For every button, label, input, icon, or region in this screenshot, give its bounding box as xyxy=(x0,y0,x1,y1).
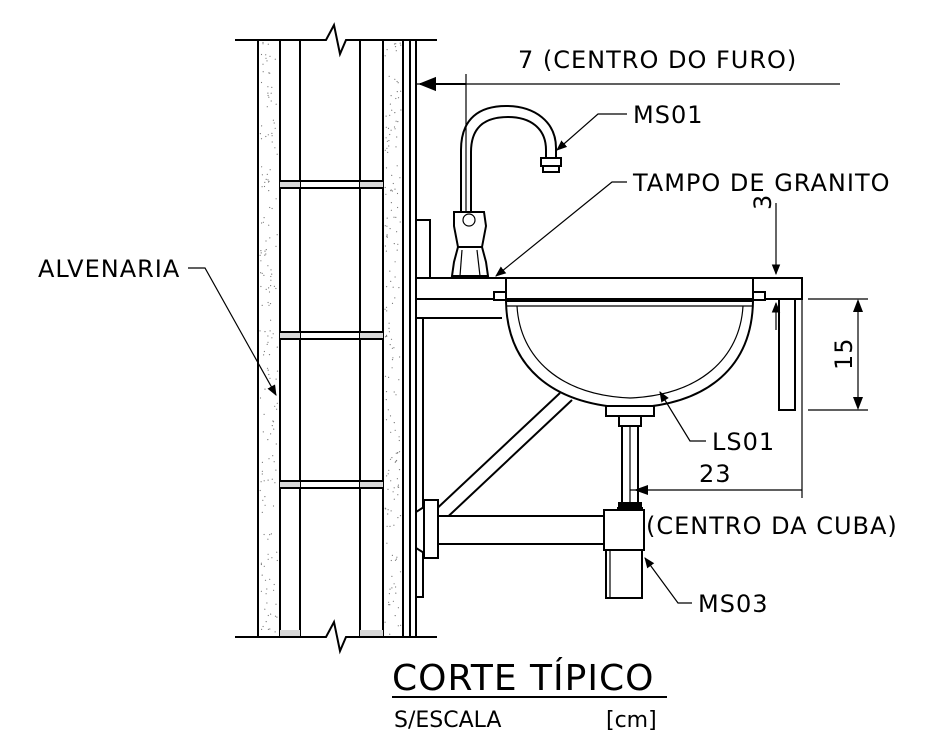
dimension-15: 15 xyxy=(808,298,868,411)
dimension-23: 23 (CENTRO DA CUBA) xyxy=(630,300,898,540)
granite-countertop xyxy=(415,219,803,411)
leader-tampo: TAMPO DE GRANITO xyxy=(495,169,891,277)
plaster-texture xyxy=(259,41,402,635)
dim-3-label: 3 xyxy=(749,194,777,210)
scale-label: S/ESCALA xyxy=(394,708,501,733)
furo-dimension-label: 7 (CENTRO DO FURO) xyxy=(518,46,797,74)
unit-label: [cm] xyxy=(606,708,657,733)
trap-siphon xyxy=(437,425,645,599)
masonry-wall xyxy=(235,22,437,655)
dim-15-label: 15 xyxy=(830,337,858,370)
dimension-3: 3 xyxy=(749,194,781,330)
faucet xyxy=(450,104,562,277)
cuba-center-label: (CENTRO DA CUBA) xyxy=(646,512,898,540)
dim-23-label: 23 xyxy=(699,460,732,488)
leader-alvenaria: ALVENARIA xyxy=(38,255,277,396)
wall-bracket xyxy=(415,317,573,598)
leader-ms01: MS01 xyxy=(556,101,703,151)
ls01-label: LS01 xyxy=(712,428,775,456)
basin xyxy=(504,300,755,427)
alvenaria-label: ALVENARIA xyxy=(38,255,180,283)
leader-ls01: LS01 xyxy=(659,391,775,456)
ms03-label: MS03 xyxy=(698,590,768,618)
ms01-label: MS01 xyxy=(633,101,703,129)
tampo-label: TAMPO DE GRANITO xyxy=(632,169,891,197)
title-block: CORTE TÍPICO S/ESCALA [cm] xyxy=(392,657,667,733)
leader-ms03: MS03 xyxy=(644,557,768,618)
section-title: CORTE TÍPICO xyxy=(392,657,654,699)
dimension-furo: 7 (CENTRO DO FURO) xyxy=(416,46,840,212)
